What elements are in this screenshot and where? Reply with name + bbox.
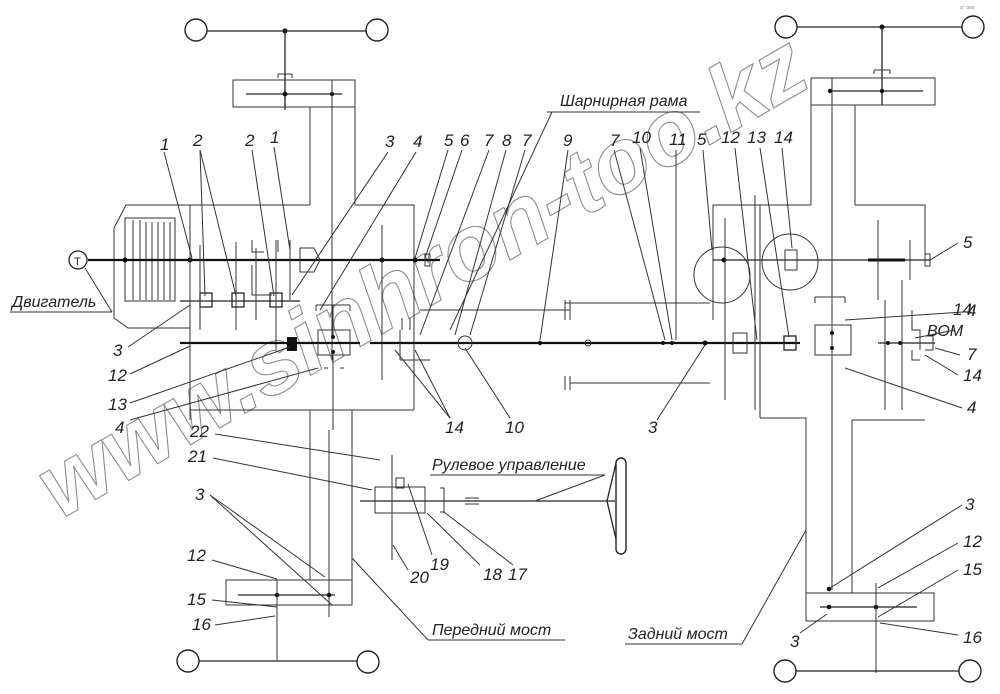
callout-number: 22 — [189, 422, 209, 441]
callout-number: 3 — [648, 418, 658, 437]
callout-number: 10 — [632, 128, 651, 147]
caption-rear-axle: Задний мост — [628, 626, 728, 643]
callout-number: 9 — [563, 131, 573, 150]
callout-number: 5 — [444, 131, 454, 150]
callout-number: 20 — [409, 568, 429, 587]
callout-number: 2 — [192, 131, 203, 150]
callouts-center: 14 10 3 — [394, 344, 706, 437]
callout-number: 1 — [160, 135, 169, 154]
callout-number: 3 — [790, 632, 800, 651]
callouts-rear-axle: 3 12 15 3 16 — [790, 495, 982, 651]
engine-symbol-label: T — [74, 256, 81, 268]
callout-number: 15 — [187, 590, 206, 609]
callout-number: 12 — [187, 546, 206, 565]
wheel-icon — [365, 18, 389, 42]
steering-mechanism — [360, 455, 627, 560]
wheel-icon — [774, 15, 798, 39]
callout-number: 7 — [610, 131, 620, 150]
callout-number: 7 — [522, 131, 532, 150]
callout-number: 12 — [963, 532, 982, 551]
callout-number: 4 — [115, 418, 124, 437]
wheel-icon — [773, 659, 797, 683]
callout-number: 18 — [483, 565, 502, 584]
wheel-icon — [356, 650, 380, 674]
cardan-shaft — [370, 300, 800, 390]
callout-number: 5 — [963, 233, 973, 252]
callout-number: 8 — [502, 131, 512, 150]
caption-steering: Рулевое управление — [432, 457, 586, 474]
callout-number: 12 — [108, 366, 127, 385]
callout-number: 3 — [195, 485, 205, 504]
front-axle — [176, 410, 380, 674]
wheel-pair-top-left — [184, 18, 389, 360]
callout-number: 3 — [113, 341, 123, 360]
callout-number: 7 — [967, 345, 977, 364]
callout-number: 4 — [967, 301, 976, 320]
callout-number: 7 — [484, 131, 494, 150]
callout-number: 10 — [505, 418, 524, 437]
rear-gearbox — [693, 15, 985, 683]
callouts-right: 5 4 14 7 14 4 — [844, 233, 982, 417]
callouts-left: 3 12 13 4 — [108, 304, 319, 437]
callout-number: 4 — [413, 132, 422, 151]
wheel-icon — [184, 18, 208, 42]
callout-number: 16 — [192, 615, 211, 634]
callout-number: 15 — [963, 560, 982, 579]
engine-icon — [68, 250, 88, 270]
callouts-steering: 22 21 3 19 18 17 20 — [187, 422, 527, 606]
callout-number: 13 — [108, 395, 127, 414]
callout-number: 14 — [963, 366, 982, 385]
callout-number: 14 — [774, 128, 793, 147]
caption-frame: Шарнирная рама — [560, 93, 688, 110]
callout-number: 13 — [747, 128, 766, 147]
engine-block: T Двигатель — [10, 250, 113, 313]
wheel-icon — [176, 649, 200, 673]
callout-number: 3 — [965, 495, 975, 514]
callout-number: 3 — [385, 132, 395, 151]
gearbox-housing — [88, 200, 440, 430]
callout-number: 14 — [445, 418, 464, 437]
callouts-top: 1 2 2 1 3 4 5 6 7 8 7 9 7 10 11 5 12 13 … — [160, 128, 793, 341]
caption-engine: Двигатель — [10, 294, 96, 311]
callout-number: 21 — [187, 447, 207, 466]
caption-leaders — [351, 111, 807, 645]
caption-front-axle: Передний мост — [432, 622, 551, 639]
callout-number: 14 — [953, 300, 972, 319]
callout-number: 2 — [244, 131, 255, 150]
callout-number: 12 — [721, 128, 740, 147]
wheel-icon — [961, 15, 985, 39]
corner-mark: a° ooo — [960, 5, 975, 11]
callouts-front-axle: 12 15 16 — [187, 546, 278, 634]
callout-number: 1 — [270, 128, 279, 147]
callout-number: 5 — [697, 130, 707, 149]
callout-number: 17 — [508, 565, 527, 584]
callout-number: 6 — [460, 131, 470, 150]
callout-number: 16 — [963, 628, 982, 647]
steering-wheel-icon — [615, 457, 627, 555]
callout-number: 19 — [430, 555, 449, 574]
wheel-icon — [958, 659, 982, 683]
callout-number: 11 — [669, 130, 687, 149]
callout-number: 4 — [967, 398, 976, 417]
